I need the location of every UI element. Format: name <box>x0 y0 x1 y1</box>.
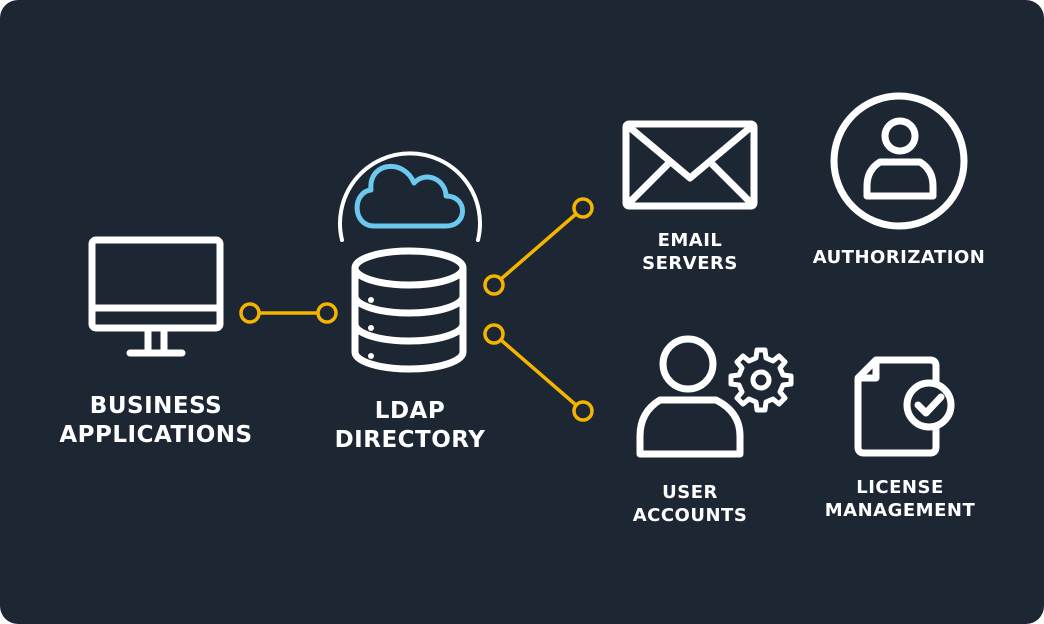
connector-ldap-email <box>483 197 594 296</box>
database-icon <box>351 247 467 373</box>
ldap-directory-label: LDAP DIRECTORY <box>334 398 486 453</box>
cloud-icon <box>338 151 482 242</box>
authorization-label: AUTHORIZATION <box>812 247 986 268</box>
user-circle-icon <box>830 92 968 230</box>
document-check-icon <box>854 356 955 457</box>
license-management-label: LICENSE MANAGEMENT <box>824 477 976 522</box>
gear-icon <box>728 347 794 413</box>
user-gear-icon <box>636 335 794 458</box>
connector-business-ldap <box>239 302 338 324</box>
envelope-icon <box>622 120 758 210</box>
business-applications-label: BUSINESS APPLICATIONS <box>59 393 253 448</box>
user-accounts-label: USER ACCOUNTS <box>632 482 748 527</box>
email-servers-label: EMAIL SERVERS <box>642 230 738 275</box>
monitor-icon <box>88 236 224 357</box>
connector-ldap-accounts <box>483 323 594 422</box>
